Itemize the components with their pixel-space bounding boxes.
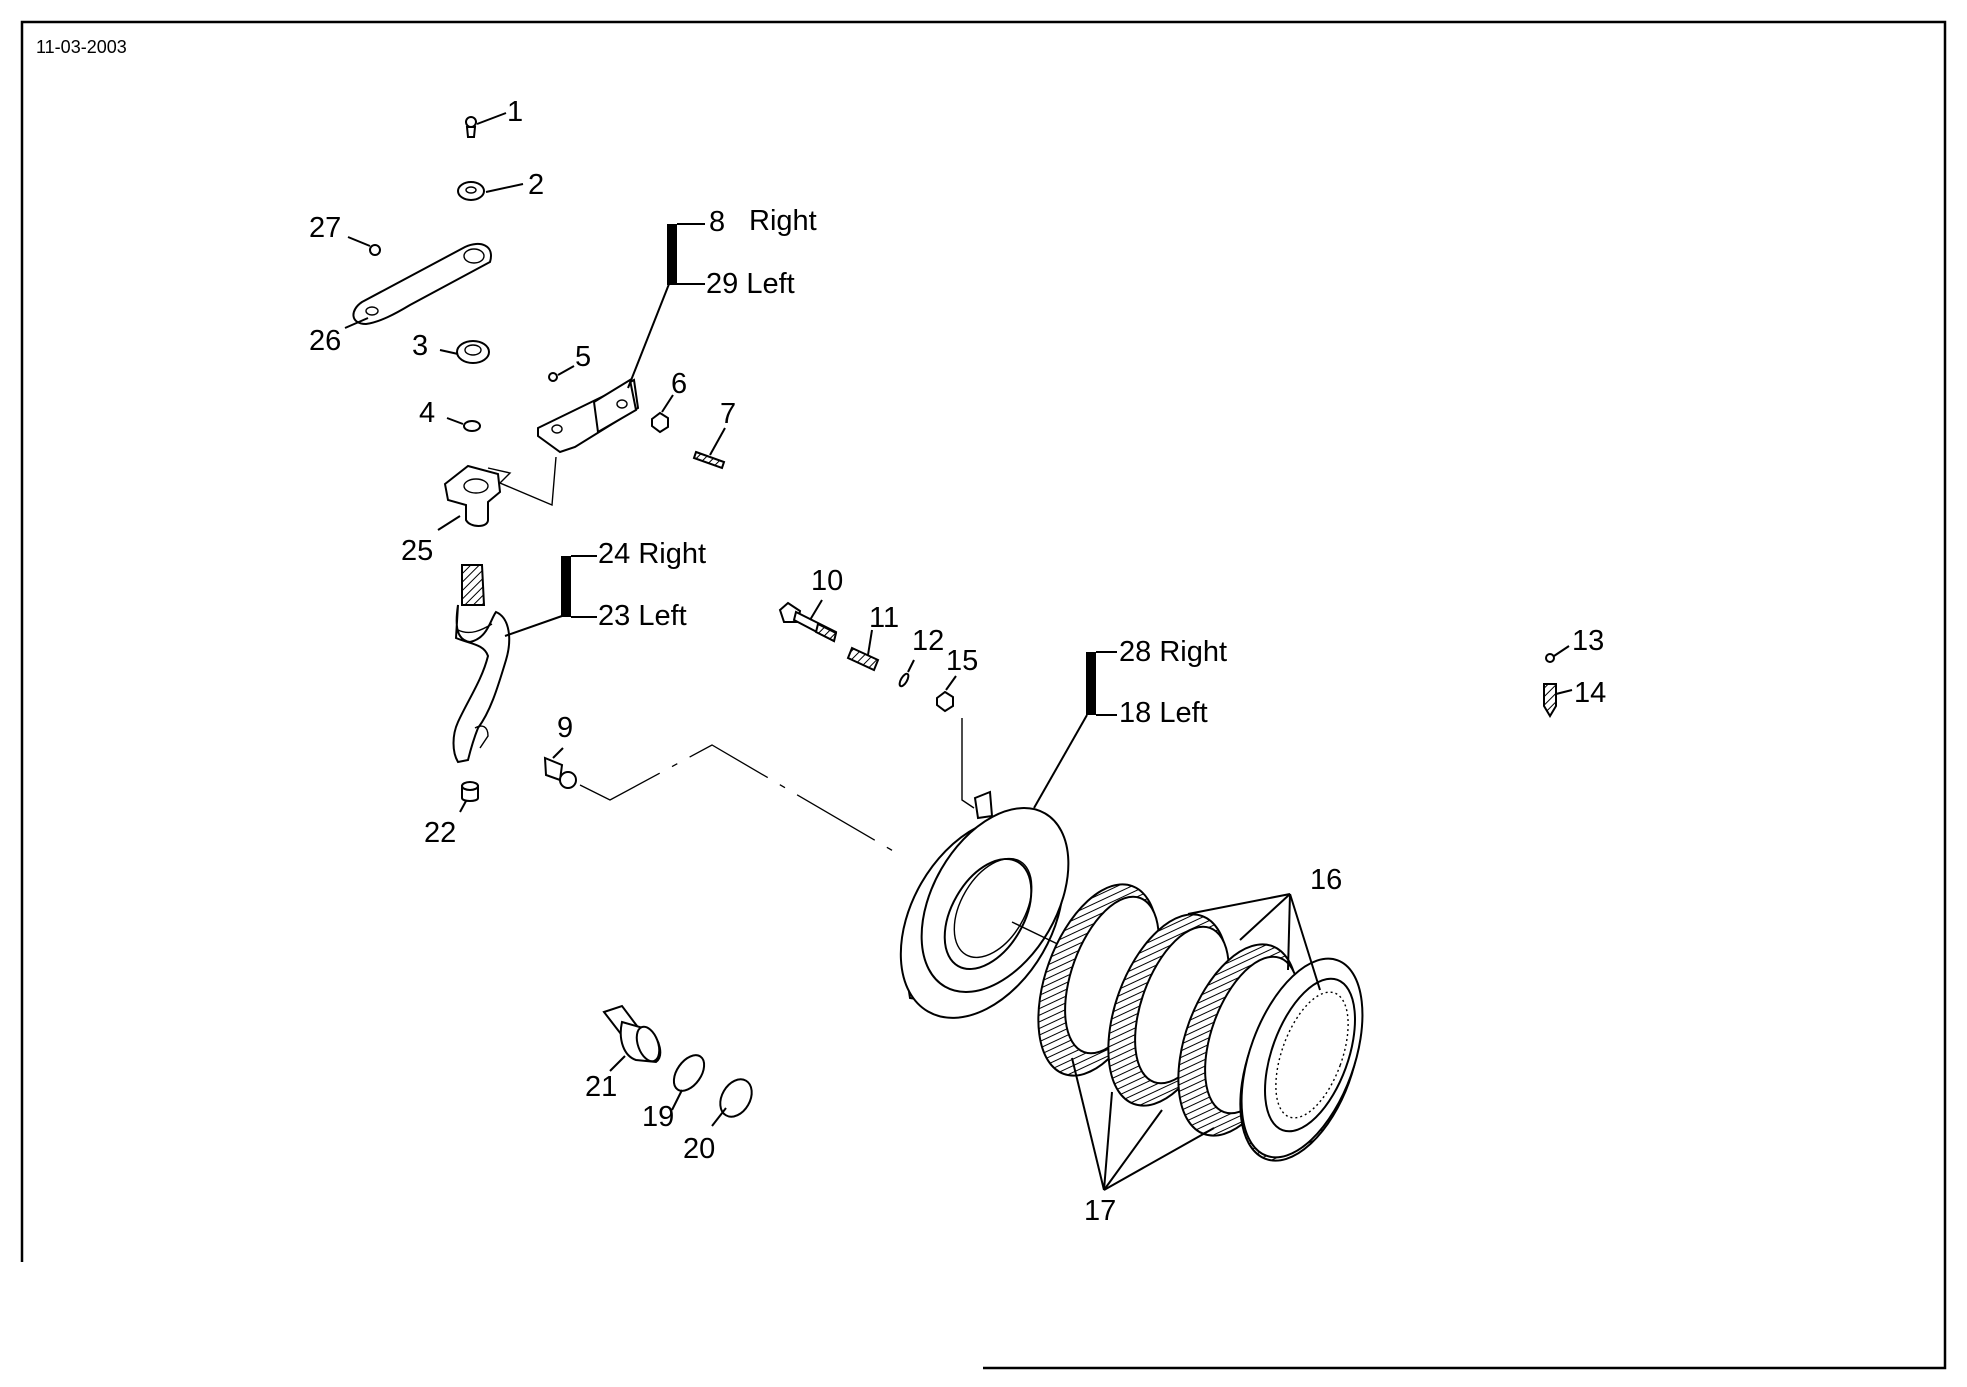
- part-12-clip: [898, 659, 915, 688]
- fork-label-bar-23-24: [561, 555, 597, 618]
- part-4-o-ring: [446, 417, 481, 432]
- part-13-ball: [1545, 645, 1570, 663]
- callout-11: 11: [869, 602, 899, 634]
- part-19-o-ring: [671, 1054, 706, 1111]
- callout-12: 12: [912, 625, 944, 657]
- part-20-seal-disc: [711, 1078, 753, 1127]
- callout-2: 2: [528, 169, 544, 201]
- part-21-sensor: [602, 1004, 662, 1072]
- callout-6: 6: [671, 368, 687, 400]
- callout-8-right-label: Right: [749, 205, 817, 237]
- callout-8: 8: [709, 206, 725, 238]
- part-26-lever-arm: [344, 243, 492, 329]
- part-2-washer: [457, 181, 524, 201]
- part-25-bearing-housing: [437, 464, 502, 531]
- callout-24: 24 Right: [598, 538, 706, 570]
- drawing-date: 11-03-2003: [36, 37, 127, 57]
- part-15-nut: [936, 675, 957, 713]
- part-11-spring: [846, 629, 880, 672]
- clutch-disc-front: [1240, 957, 1364, 1159]
- plate-label-bar-18-28: [1086, 651, 1117, 716]
- callout-5: 5: [575, 341, 591, 373]
- callout-23: 23 Left: [598, 600, 687, 632]
- part-22-plug: [459, 781, 479, 813]
- part-14-spring-pin: [1543, 683, 1573, 718]
- callout-14: 14: [1574, 677, 1606, 709]
- callout-10: 10: [811, 565, 843, 597]
- part-27-screw: [347, 236, 381, 256]
- callout-25: 25: [401, 535, 433, 567]
- part-16-17-clutch-disc-pack: [1037, 883, 1364, 1191]
- callout-20: 20: [683, 1133, 715, 1165]
- callout-29: 29 Left: [706, 268, 795, 300]
- callout-4: 4: [419, 397, 435, 429]
- part-10-bolt: [778, 599, 838, 643]
- callout-17: 17: [1084, 1195, 1116, 1227]
- callout-15: 15: [946, 645, 978, 677]
- callout-9: 9: [557, 712, 573, 744]
- bracket-label-bar-8-29: [667, 223, 705, 285]
- callout-27: 27: [309, 212, 341, 244]
- part-5-screw: [548, 365, 575, 382]
- part-18-28-pressure-plate: [899, 714, 1088, 1019]
- callout-13: 13: [1572, 625, 1604, 657]
- callout-21: 21: [585, 1071, 617, 1103]
- callout-18: 18 Left: [1119, 697, 1208, 729]
- part-23-24-shift-fork: [452, 564, 563, 764]
- part-3-bushing: [439, 340, 490, 364]
- callout-28: 28 Right: [1119, 636, 1227, 668]
- callout-7: 7: [720, 398, 736, 430]
- callout-22: 22: [424, 817, 456, 849]
- drawing-frame: [20, 20, 1947, 1370]
- part-7-stud: [692, 427, 726, 470]
- callout-26: 26: [309, 325, 341, 357]
- part-9-pin: [543, 747, 577, 789]
- part-8-29-bracket: [537, 283, 670, 454]
- callout-1: 1: [507, 96, 523, 128]
- callout-3: 3: [412, 330, 428, 362]
- callout-16: 16: [1310, 864, 1342, 896]
- part-1-screw: [465, 112, 507, 138]
- callout-19: 19: [642, 1101, 674, 1133]
- part-6-nut: [651, 394, 674, 434]
